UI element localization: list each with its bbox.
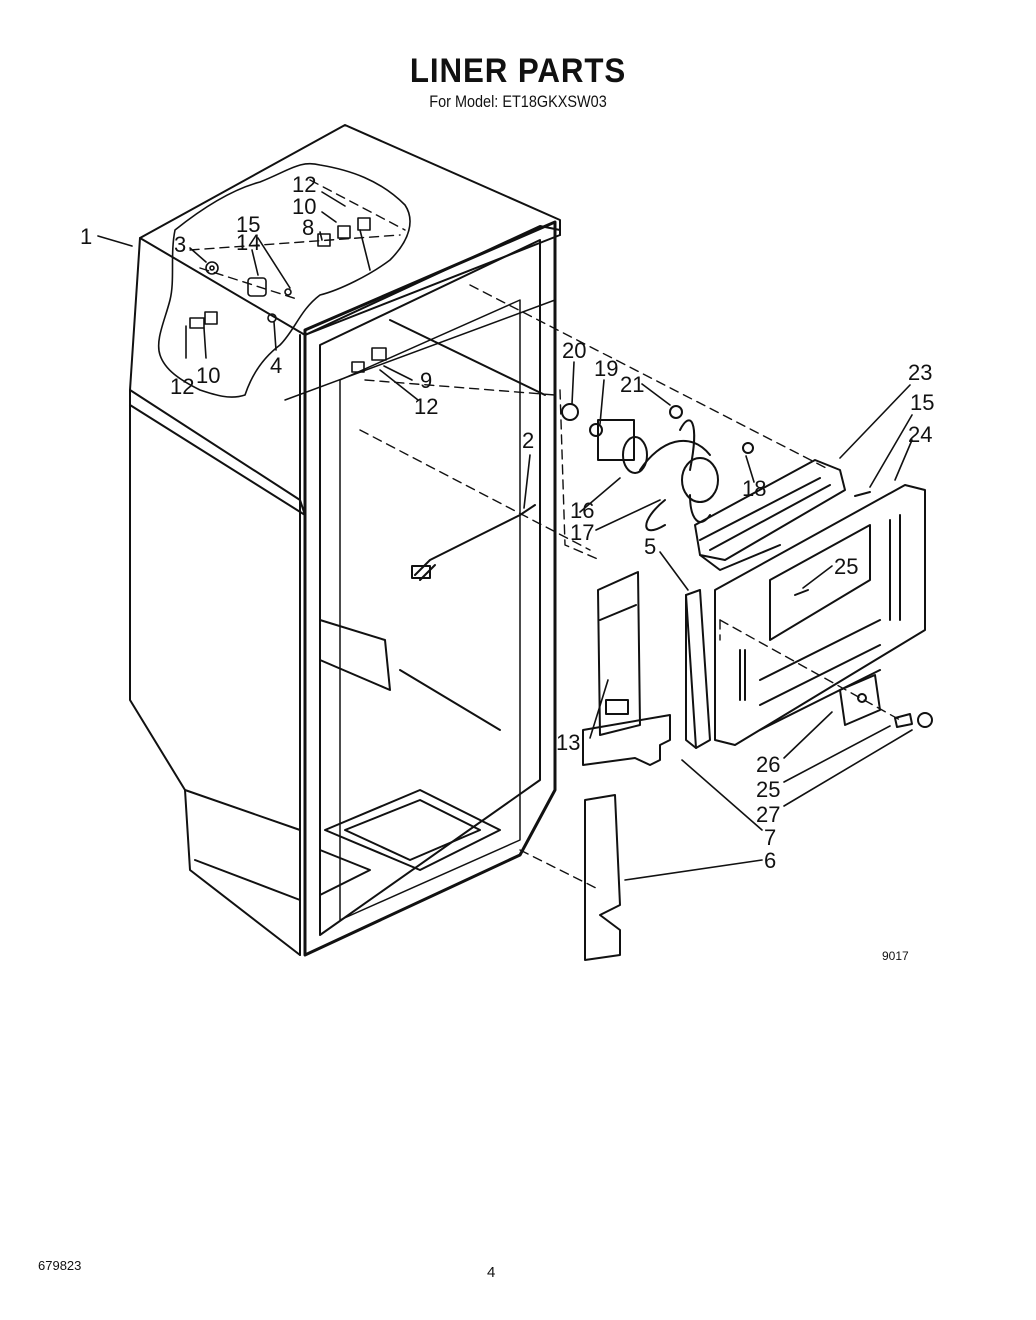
callout-13: 13 <box>556 730 580 755</box>
fan-shroud <box>694 459 846 571</box>
dashed-reference-lines <box>189 179 901 891</box>
callout-19: 19 <box>594 356 618 381</box>
callout-15: 15 <box>236 212 260 237</box>
page-title: LINER PARTS <box>409 52 627 90</box>
figure-code: 9017 <box>882 949 909 963</box>
callout-9: 9 <box>420 368 432 393</box>
wire-harness <box>411 504 536 581</box>
footer-code: 679823 <box>38 1258 82 1273</box>
callout-25-lower: 25 <box>756 777 780 802</box>
evaporator-cover <box>597 571 641 736</box>
callout-24: 24 <box>908 422 932 447</box>
fan-motor-assembly <box>561 403 754 532</box>
callout-7: 7 <box>764 825 776 850</box>
callout-23: 23 <box>908 360 932 385</box>
callout-25: 25 <box>834 554 858 579</box>
callout-6: 6 <box>764 848 776 873</box>
rear-cover-panel <box>714 484 926 746</box>
page-number: 4 <box>487 1264 496 1281</box>
callout-4: 4 <box>270 353 282 378</box>
callout-12-inner: 12 <box>414 394 438 419</box>
callout-2: 2 <box>522 428 534 453</box>
callout-10: 10 <box>292 194 316 219</box>
callout-17: 17 <box>570 520 594 545</box>
air-duct <box>584 794 621 961</box>
callout-27: 27 <box>756 802 780 827</box>
callout-18: 18 <box>742 476 766 501</box>
callout-10-lower: 10 <box>196 363 220 388</box>
callout-21: 21 <box>620 372 644 397</box>
liner-cabinet <box>129 124 561 957</box>
callout-3: 3 <box>174 232 186 257</box>
callout-26: 26 <box>756 752 780 777</box>
callout-labels: 1 3 15 14 12 10 8 10 12 4 20 19 21 23 15… <box>80 172 934 963</box>
callout-1: 1 <box>80 224 92 249</box>
callout-12: 12 <box>292 172 316 197</box>
callout-16: 16 <box>570 498 594 523</box>
callout-14: 14 <box>236 230 260 255</box>
callout-5: 5 <box>644 534 656 559</box>
model-subtitle: For Model: ET18GKXSW03 <box>429 92 607 111</box>
side-strip <box>685 589 711 749</box>
cover-plate <box>794 491 933 728</box>
bracket <box>582 714 671 766</box>
callout-8: 8 <box>302 215 314 240</box>
callout-15-right: 15 <box>910 390 934 415</box>
callout-12-lower: 12 <box>170 374 194 399</box>
callout-20: 20 <box>562 338 586 363</box>
cabinet-hardware <box>189 217 387 373</box>
leader-lines <box>97 191 913 881</box>
